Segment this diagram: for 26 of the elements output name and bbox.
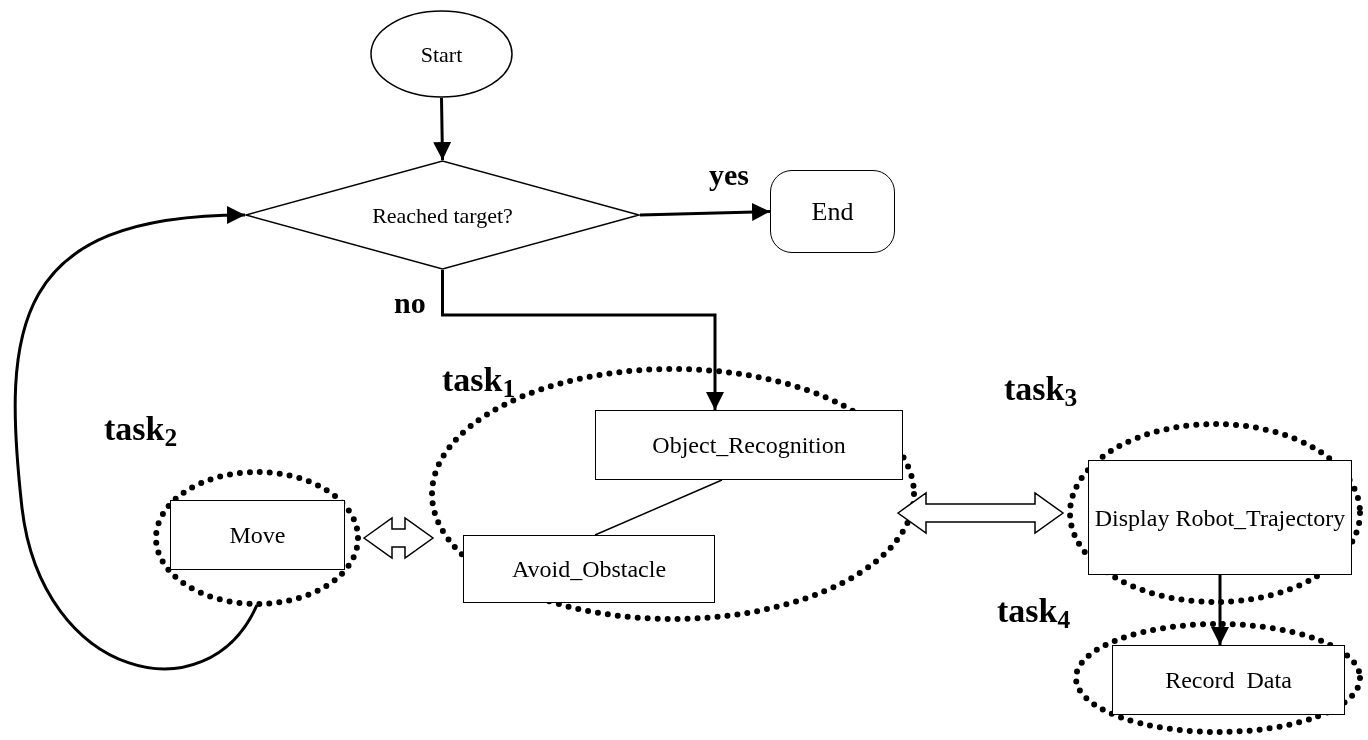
process-box	[170, 500, 345, 570]
task-label: task$_{3}$	[1004, 372, 1078, 406]
connector-line	[594, 479, 723, 536]
double-arrow	[362, 516, 435, 560]
arrow	[13, 206, 259, 670]
process-box	[1088, 460, 1352, 575]
arrow	[441, 270, 724, 410]
terminal-box	[770, 170, 895, 253]
task-label: task$_{4}$	[997, 594, 1071, 628]
terminal-label: Start	[420, 40, 463, 69]
task-label: task$_{2}$	[104, 412, 178, 446]
process-label: Record Data	[1165, 666, 1292, 695]
arrow	[1211, 575, 1229, 645]
arrow	[639, 203, 771, 221]
process-label: Move	[229, 521, 286, 550]
arrow	[433, 97, 452, 161]
process-label: Avoid_Obstacle	[511, 555, 667, 584]
task-label: task$_{1}$	[442, 363, 516, 397]
process-label: Display Robot_Trajectory	[1094, 503, 1346, 533]
double-arrow	[896, 491, 1065, 535]
decision-label: Reached target?	[372, 201, 513, 230]
process-label: Object_Recognition	[652, 431, 846, 460]
process-box	[595, 410, 903, 480]
terminal-label: End	[811, 196, 854, 228]
process-box	[1112, 645, 1345, 715]
process-box	[463, 535, 715, 603]
